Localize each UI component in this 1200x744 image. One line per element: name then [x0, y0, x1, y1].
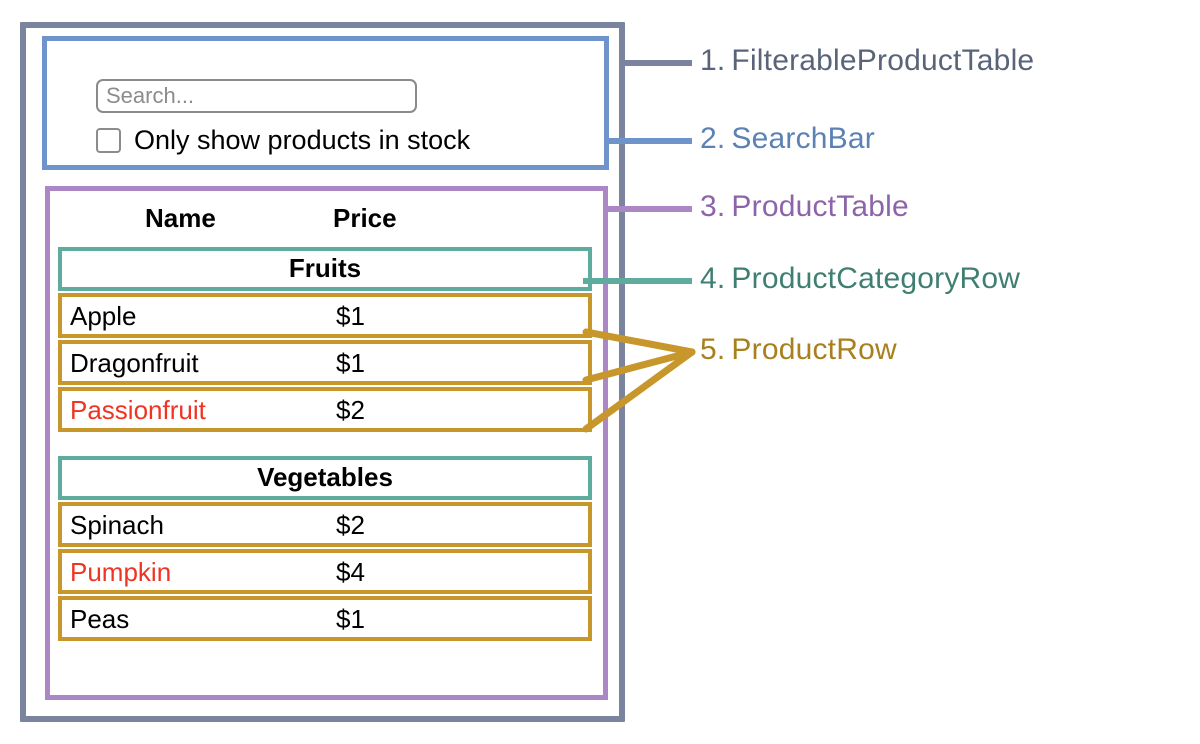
- product-table-body: Fruits Apple $1 Dragonfruit $1 Passionfr…: [58, 247, 595, 643]
- legend-label: FilterableProductTable: [731, 44, 1035, 77]
- legend-number: 4.: [700, 262, 726, 295]
- product-price: $1: [336, 603, 365, 634]
- product-name: Pumpkin: [70, 556, 172, 587]
- product-row: Apple $1: [58, 293, 592, 338]
- legend-label: SearchBar: [731, 122, 875, 155]
- product-price: $1: [336, 347, 365, 378]
- legend-label: ProductTable: [731, 190, 909, 223]
- column-header-name: Name: [145, 202, 216, 233]
- legend-number: 3.: [700, 190, 726, 223]
- product-table-boundary: Name Price Fruits Apple $1 Dragonfruit $…: [45, 186, 608, 700]
- product-name: Apple: [70, 300, 137, 331]
- in-stock-checkbox-label: Only show products in stock: [134, 125, 471, 155]
- in-stock-filter-row[interactable]: Only show products in stock: [96, 127, 470, 154]
- product-category-row: Fruits: [58, 247, 592, 291]
- legend-number: 1.: [700, 44, 726, 77]
- product-name: Peas: [70, 603, 130, 634]
- product-price: $4: [336, 556, 365, 587]
- legend-number: 5.: [700, 333, 726, 366]
- product-table-header: Name Price: [50, 195, 603, 241]
- legend-item-product-row: 5.ProductRow: [700, 333, 897, 367]
- in-stock-checkbox[interactable]: [96, 128, 121, 153]
- product-price: $2: [336, 394, 365, 425]
- legend-item-filterable-product-table: 1.FilterableProductTable: [700, 44, 1034, 78]
- legend-item-search-bar: 2.SearchBar: [700, 122, 875, 156]
- legend-item-product-category-row: 4.ProductCategoryRow: [700, 262, 1020, 296]
- product-row: Passionfruit $2: [58, 387, 592, 432]
- legend-item-product-table: 3.ProductTable: [700, 190, 909, 224]
- search-bar-boundary: Search... Only show products in stock: [42, 36, 609, 170]
- search-input[interactable]: Search...: [96, 79, 417, 113]
- column-header-price: Price: [333, 202, 397, 233]
- product-category-label: Vegetables: [257, 461, 393, 492]
- product-price: $2: [336, 509, 365, 540]
- product-category-label: Fruits: [288, 252, 362, 283]
- product-name: Passionfruit: [70, 394, 206, 425]
- product-row: Dragonfruit $1: [58, 340, 592, 385]
- product-row: Peas $1: [58, 596, 592, 641]
- product-name: Dragonfruit: [70, 347, 199, 378]
- product-category-row: Vegetables: [58, 456, 592, 500]
- product-price: $1: [336, 300, 365, 331]
- legend-number: 2.: [700, 122, 726, 155]
- product-row: Pumpkin $4: [58, 549, 592, 594]
- legend-label: ProductCategoryRow: [731, 262, 1021, 295]
- product-name: Spinach: [70, 509, 164, 540]
- product-row: Spinach $2: [58, 502, 592, 547]
- legend-label: ProductRow: [731, 333, 897, 366]
- category-spacer: [58, 434, 595, 456]
- search-input-placeholder: Search...: [106, 83, 195, 108]
